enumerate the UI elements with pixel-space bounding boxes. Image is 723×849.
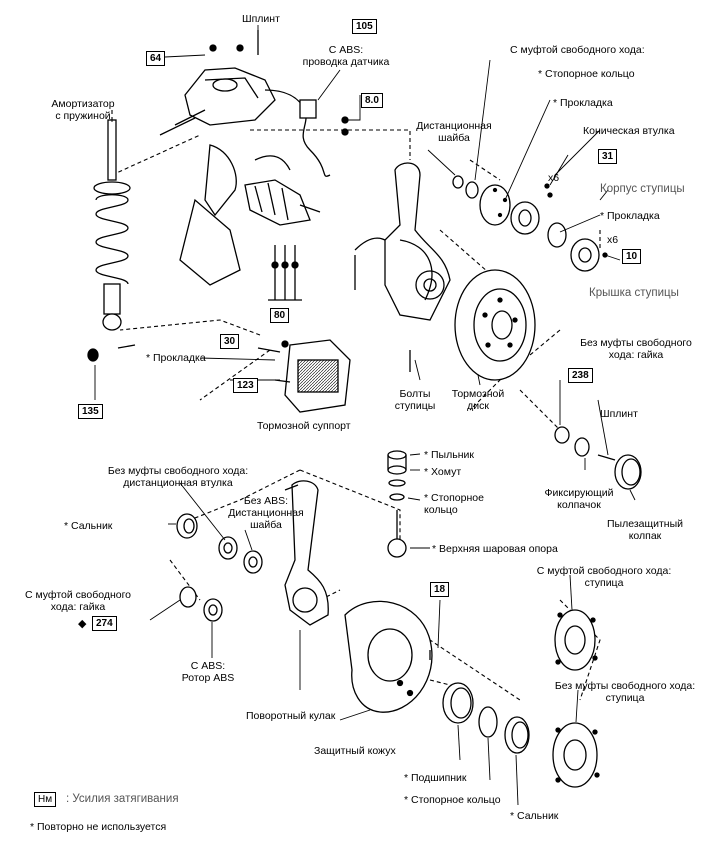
hub-without-freewheel xyxy=(552,722,600,788)
left-seal-washers xyxy=(176,513,263,622)
bearing-group xyxy=(442,682,530,754)
drive-shaft xyxy=(179,144,321,286)
label-no-abs-washer: Без ABS: Дистанционная шайба xyxy=(228,495,304,531)
label-with-freewheel-nut: С муфтой свободного хода: гайка xyxy=(24,589,132,613)
hub-with-freewheel xyxy=(554,609,598,671)
torque-badge-31: 31 xyxy=(598,149,618,164)
upper-control-arm xyxy=(159,30,276,136)
torque-badge-274: 274 xyxy=(92,616,117,631)
label-abs-wire: С ABS: проводка датчика xyxy=(302,44,390,68)
legend-not-reused: * Повторно не используется xyxy=(30,821,167,833)
label-brake-caliper: Тормозной суппорт xyxy=(257,420,351,432)
torque-badge-238: 238 xyxy=(568,368,593,383)
torque-badge-80: 80 xyxy=(270,308,290,323)
label-cone-bushing: Коническая втулка xyxy=(583,125,675,137)
knuckle-lower xyxy=(284,480,329,626)
knuckle-upper xyxy=(354,162,451,321)
label-dust-boot: * Пыльник xyxy=(424,449,474,461)
label-dust-shield: Защитный кожух xyxy=(314,745,396,757)
label-dust-cap: Пылезащитный колпак xyxy=(606,518,683,542)
label-seal-right: * Сальник xyxy=(510,810,559,822)
label-clamp: * Хомут xyxy=(424,466,462,478)
label-cotter-pin-top: Шплинт xyxy=(242,13,280,25)
torque-badge-135: 135 xyxy=(78,404,103,419)
legend-torque-text: : Усилия затягивания xyxy=(66,793,179,805)
label-no-freewheel-spacer: Без муфты свободного хода: дистанционная… xyxy=(107,465,249,489)
brake-caliper xyxy=(257,339,351,413)
torque-badge-64: 64 xyxy=(146,51,166,66)
label-bearing: * Подшипник xyxy=(404,772,467,784)
freewheel-hub-parts xyxy=(452,175,608,272)
shock-absorber-spring xyxy=(87,119,136,362)
label-lock-cap: Фиксирующий колпачок xyxy=(544,487,614,511)
torque-badge-30: 30 xyxy=(220,334,240,349)
diamond-marker: ◆ xyxy=(78,618,87,630)
torque-badge-123: 123 xyxy=(233,378,258,393)
torque-badge-105: 105 xyxy=(352,19,377,34)
label-distance-washer: Дистанционная шайба xyxy=(416,120,492,144)
label-x6-a: x6 xyxy=(548,172,560,184)
label-with-freewheel-heading: С муфтой свободного хода: xyxy=(510,44,645,56)
label-hub-body: Корпус ступицы xyxy=(600,183,685,195)
label-with-freewheel-hub: С муфтой свободного хода: ступица xyxy=(536,565,672,589)
label-seal-left: * Сальник xyxy=(64,520,113,532)
label-steering-knuckle: Поворотный кулак xyxy=(246,710,336,722)
torque-badge-8-0: 8.0 xyxy=(361,93,383,108)
torque-badge-18: 18 xyxy=(430,582,450,597)
lower-arm-bolts xyxy=(268,245,302,301)
abs-sensor-wire xyxy=(264,89,349,177)
nut-and-caps xyxy=(554,426,642,490)
label-no-freewheel-nut: Без муфты свободного хода: гайка xyxy=(580,337,692,361)
label-brake-disc: Тормозной диск xyxy=(451,388,505,412)
label-retaining-ring: * Стопорное кольцо xyxy=(538,68,635,80)
label-hub-cap: Крышка ступицы xyxy=(589,287,679,299)
label-shock-absorber: Амортизатор с пружиной xyxy=(51,98,115,122)
label-snap-ring: * Стопорное кольцо xyxy=(424,492,484,516)
label-upper-ball-joint: * Верхняя шаровая опора xyxy=(432,543,558,555)
label-gasket-1: * Прокладка xyxy=(553,97,613,109)
label-cotter-pin-2: Шплинт xyxy=(600,408,638,420)
label-no-freewheel-hub: Без муфты свободного хода: ступица xyxy=(554,680,696,704)
brake-disc xyxy=(454,269,536,381)
ball-joint-parts xyxy=(387,450,407,558)
label-hub-bolts: Болты ступицы xyxy=(394,388,436,412)
dust-shield xyxy=(344,600,433,713)
label-abs-rotor: С ABS: Ротор ABS xyxy=(181,660,235,684)
torque-badge-10: 10 xyxy=(622,249,642,264)
label-gasket-left: * Прокладка xyxy=(146,352,206,364)
label-gasket-2: * Прокладка xyxy=(600,210,660,222)
label-x6-b: x6 xyxy=(607,234,619,246)
label-retaining-ring-2: * Стопорное кольцо xyxy=(404,794,501,806)
legend-nm-box: Нм xyxy=(34,792,57,807)
